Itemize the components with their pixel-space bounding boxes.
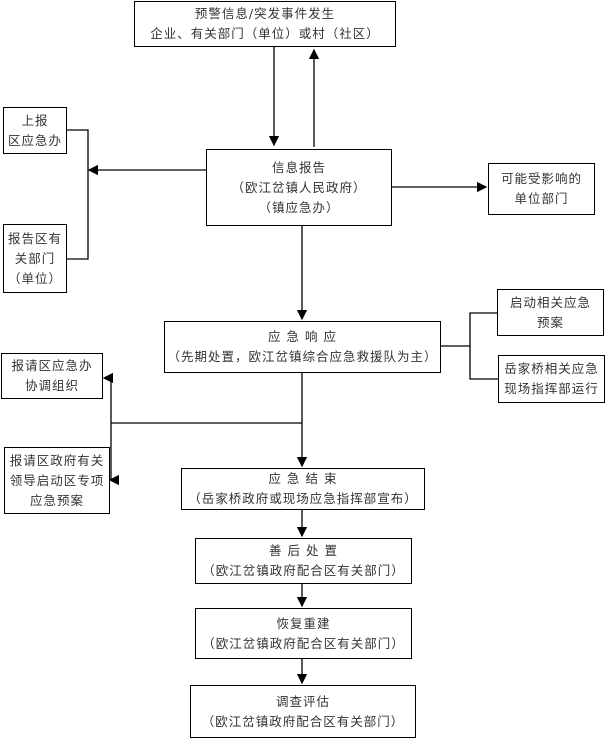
node-line: 岳家桥相关应急	[504, 361, 599, 376]
node-title: 应 急 响 应	[268, 329, 337, 344]
node-line: （欧江岔镇人民政府）	[231, 179, 367, 195]
node-title: 上报	[21, 112, 49, 128]
node-subtitle: （欧江岔镇政府配合区有关部门）	[202, 563, 405, 578]
end-box: 应 急 结 束 （岳家桥政府或现场应急指挥部宣布）	[181, 468, 425, 510]
node-title: 信息报告	[271, 159, 326, 175]
node-line: 现场指挥部运行	[504, 381, 599, 396]
node-line: 启动相关应急	[509, 294, 591, 310]
rebuild-box: 恢复重建 （欧江岔镇政府配合区有关部门）	[195, 608, 412, 659]
arrow-to-request-leaders	[108, 423, 120, 486]
node-subtitle: 企业、有关部门（单位）或村（社区）	[150, 26, 380, 41]
bracket-district	[67, 129, 89, 260]
node-line: 领导启动区专项	[9, 472, 105, 488]
request-coord-box: 报请区应急办协调组织	[1, 353, 103, 399]
node-subtitle: （岳家桥政府或现场应急指挥部宣布）	[188, 491, 418, 506]
event-box: 预警信息/突发事件发生企业、有关部门（单位）或村（社区）	[134, 1, 396, 47]
node-line: 报请区应急办	[11, 358, 93, 373]
node-title: 应 急 结 束	[268, 471, 338, 486]
node-subtitle: （欧江岔镇政府配合区有关部门）	[201, 713, 405, 729]
node-line: 报请区政府有关	[9, 452, 105, 468]
response-box: 应 急 响 应 （先期处置，欧江岔镇综合应急救援队为主）	[164, 321, 441, 373]
request-leaders-box: 报请区政府有关领导启动区专项应急预案	[4, 447, 110, 514]
field-command-box: 岳家桥相关应急现场指挥部运行	[498, 355, 605, 403]
arrow-to-request-coord	[102, 372, 114, 423]
node-line: 应急预案	[29, 492, 84, 508]
node-line: 关部门	[14, 250, 56, 266]
node-title: 恢复重建	[276, 615, 331, 631]
info-report-box: 信息报告 （欧江岔镇人民政府） （镇应急办）	[206, 149, 392, 226]
node-subtitle: （欧江岔镇政府配合区有关部门）	[202, 635, 405, 651]
aftermath-box: 善 后 处 置 （欧江岔镇政府配合区有关部门）	[195, 538, 412, 584]
node-title: 预警信息/突发事件发生	[194, 6, 336, 21]
node-line: 单位部门	[514, 191, 569, 206]
node-line: 预案	[536, 314, 564, 330]
investigate-box: 调查评估 （欧江岔镇政府配合区有关部门）	[190, 685, 416, 738]
node-title: 善 后 处 置	[269, 543, 338, 558]
bracket-right	[469, 312, 498, 380]
affected-units-box: 可能受影响的单位部门	[488, 163, 595, 215]
node-title: 调查评估	[275, 693, 330, 709]
node-line: （单位）	[7, 270, 62, 286]
node-line: 报告区有	[7, 230, 62, 246]
report-district-office-box: 上报区应急办	[3, 107, 67, 154]
node-subtitle: （先期处置，欧江岔镇综合应急救援队为主）	[167, 349, 438, 364]
node-line: 协调组织	[24, 378, 79, 393]
report-district-depts-box: 报告区有关部门 （单位）	[3, 224, 67, 293]
node-subtitle: 区应急办	[7, 132, 62, 148]
node-line: （镇应急办）	[258, 199, 340, 215]
start-plan-box: 启动相关应急预案	[497, 289, 604, 336]
node-line: 可能受影响的	[500, 171, 582, 186]
